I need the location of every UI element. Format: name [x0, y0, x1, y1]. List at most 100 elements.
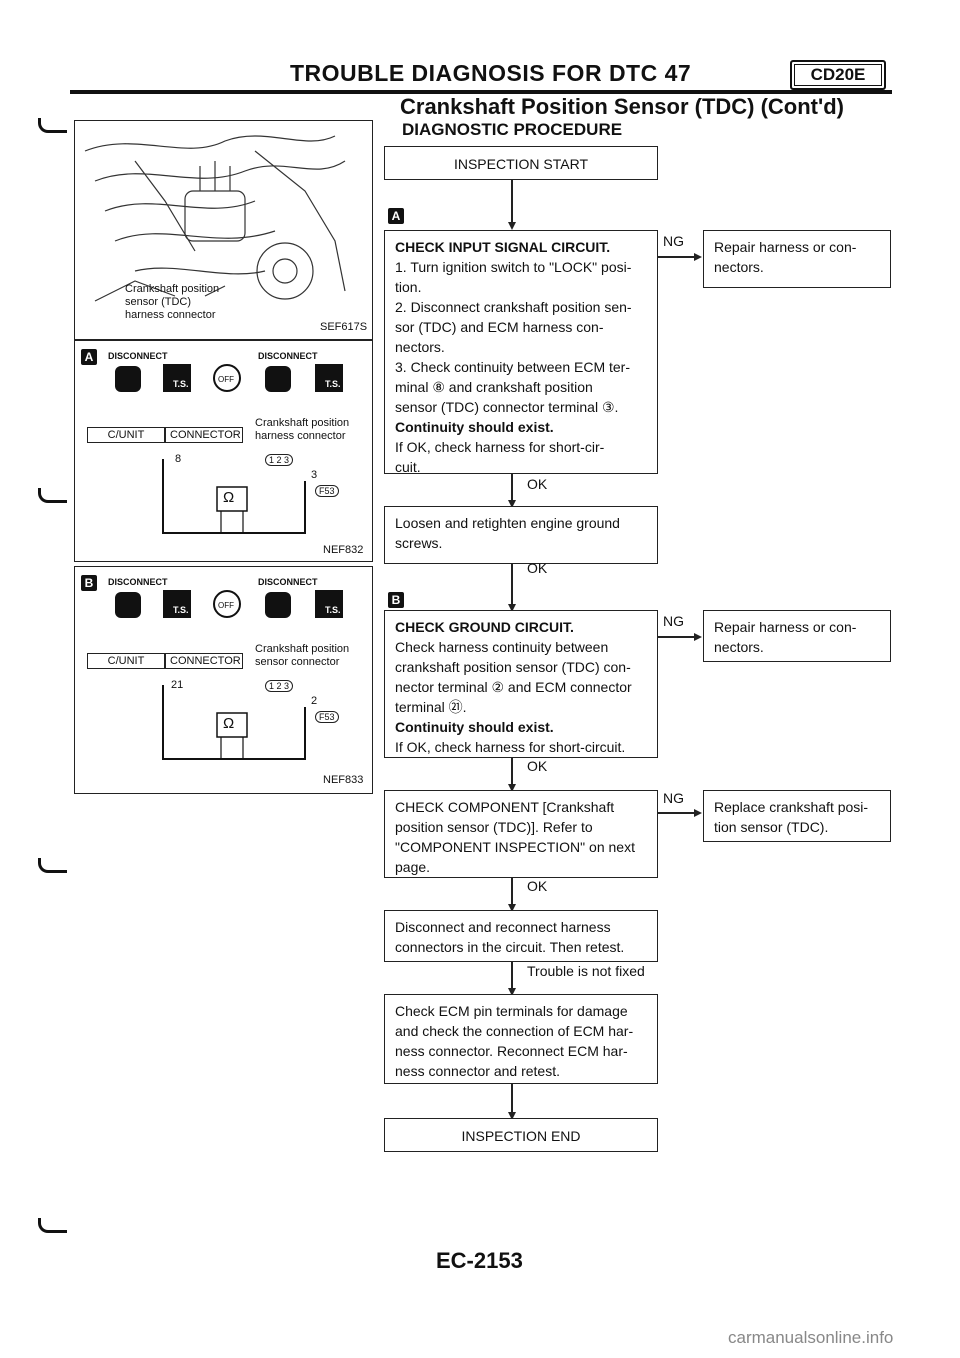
section-title: Crankshaft Position Sensor (TDC) (Cont'd… — [400, 94, 845, 119]
connector-box: CONNECTOR — [165, 653, 243, 669]
trouble-label: Trouble is not fixed — [527, 963, 645, 979]
pin-row: 1 2 3 — [265, 454, 294, 466]
ng-arrow — [694, 253, 702, 261]
ok-label: OK — [527, 476, 548, 492]
inspection-start-label: INSPECTION START — [453, 156, 589, 172]
svg-text:OFF: OFF — [218, 375, 234, 384]
pin-left: 8 — [175, 453, 182, 465]
page-header-title: TROUBLE DIAGNOSIS FOR DTC 47 — [290, 60, 692, 86]
step-check-ecm-pins: Check ECM pin terminals for damage and c… — [384, 994, 658, 1084]
procedure-icons: T.S. T.S. OFF — [115, 364, 343, 392]
connector-box: CONNECTOR — [165, 427, 243, 443]
ng-connector — [658, 256, 696, 258]
figure-b-panel: B DISCONNECT DISCONNECT T.S. T.S. OFF Cr… — [74, 566, 373, 794]
ng-label: NG — [663, 790, 684, 806]
disconnect-label: DISCONNECT — [108, 351, 168, 361]
svg-text:T.S.: T.S. — [173, 379, 189, 389]
ok-label: OK — [527, 758, 548, 774]
inspection-end-label: INSPECTION END — [461, 1128, 581, 1144]
flow-arrow — [508, 988, 516, 996]
sensor-connector-label: sensor connector — [255, 656, 340, 668]
flow-arrow — [508, 222, 516, 230]
harness-connector-label: harness connector — [255, 430, 346, 442]
step-body: 1. Turn ignition switch to "LOCK" posi- … — [395, 259, 632, 415]
engine-illustration: Crankshaft position sensor (TDC) harness… — [74, 120, 373, 340]
step-marker-b: B — [388, 592, 404, 608]
procedure-icons: T.S. T.S. OFF — [115, 590, 343, 618]
step-tail: If OK, check harness for short-cir- cuit… — [395, 439, 605, 475]
flow-arrow — [508, 904, 516, 912]
page-number: EC-2153 — [436, 1248, 523, 1273]
step-criterion: Continuity should exist. — [395, 419, 554, 435]
ng-arrow — [694, 633, 702, 641]
flow-arrow — [508, 604, 516, 612]
engine-drawing — [84, 135, 346, 302]
figure-b-marker: B — [81, 575, 97, 591]
engine-label-line2: sensor (TDC) — [125, 296, 192, 308]
engine-label-line1: Crankshaft position — [125, 283, 220, 295]
step-body: Check harness continuity between cranksh… — [395, 639, 632, 715]
procedure-title: DIAGNOSTIC PROCEDURE — [402, 120, 623, 139]
svg-text:T.S.: T.S. — [325, 605, 341, 615]
svg-text:T.S.: T.S. — [173, 605, 189, 615]
step-reconnect-harness: Disconnect and reconnect harness connect… — [384, 910, 658, 962]
svg-text:OFF: OFF — [218, 601, 234, 610]
step-title: CHECK GROUND CIRCUIT. — [395, 619, 574, 635]
watermark: carmanualsonline.info — [728, 1328, 894, 1347]
ohm-symbol: Ω — [223, 715, 235, 732]
cunit-box: C/UNIT — [87, 653, 165, 669]
ok-label: OK — [527, 560, 548, 576]
figure-code: NEF832 — [323, 544, 364, 556]
flow-arrow — [508, 500, 516, 508]
ok-label: OK — [527, 878, 548, 894]
pin-row: 1 2 3 — [265, 680, 294, 692]
disconnect-label: DISCONNECT — [258, 351, 318, 361]
cunit-box: C/UNIT — [87, 427, 165, 443]
step-title: CHECK INPUT SIGNAL CIRCUIT. — [395, 239, 611, 255]
flow-connector — [511, 878, 513, 906]
header-rule — [70, 90, 892, 94]
meter-wiring — [162, 685, 306, 760]
flow-arrow — [508, 1112, 516, 1120]
margin-mark — [38, 1218, 67, 1233]
flow-connector — [511, 758, 513, 786]
disconnect-label: DISCONNECT — [108, 577, 168, 587]
step-tail: If OK, check harness for short-circuit. — [395, 739, 626, 755]
repair-harness-box: Repair harness or con- nectors. — [703, 230, 891, 288]
ng-arrow — [694, 809, 702, 817]
ng-connector — [658, 636, 696, 638]
meter-wiring — [162, 459, 306, 534]
ng-label: NG — [663, 613, 684, 629]
flow-connector — [511, 962, 513, 990]
model-badge: CD20E — [790, 60, 886, 90]
figure-code: SEF617S — [320, 321, 368, 333]
ohm-symbol: Ω — [223, 489, 235, 506]
step-retighten-ground: Loosen and retighten engine ground screw… — [384, 506, 658, 564]
connector-code: F53 — [315, 485, 339, 497]
flow-arrow — [508, 784, 516, 792]
engine-label-line3: harness connector — [125, 309, 216, 321]
flow-connector — [511, 180, 513, 224]
ng-label: NG — [663, 233, 684, 249]
figure-a-marker: A — [81, 349, 97, 365]
step-check-input-signal: CHECK INPUT SIGNAL CIRCUIT. 1. Turn igni… — [384, 230, 658, 475]
margin-mark — [38, 488, 67, 503]
pin-left: 21 — [171, 679, 184, 691]
disconnect-label: DISCONNECT — [258, 577, 318, 587]
svg-text:T.S.: T.S. — [325, 379, 341, 389]
step-check-component: CHECK COMPONENT [Crankshaft position sen… — [384, 790, 658, 878]
figure-code: NEF833 — [323, 774, 364, 786]
flow-connector — [511, 474, 513, 502]
harness-connector-label: Crankshaft position — [255, 417, 350, 429]
replace-sensor-box: Replace crankshaft posi- tion sensor (TD… — [703, 790, 891, 842]
flow-connector — [511, 564, 513, 606]
ng-connector — [658, 812, 696, 814]
inspection-start-box: INSPECTION START — [384, 146, 658, 180]
inspection-end-box: INSPECTION END — [384, 1118, 658, 1152]
flow-connector — [511, 1084, 513, 1114]
step-check-ground-circuit: CHECK GROUND CIRCUIT. Check harness cont… — [384, 610, 658, 758]
margin-mark — [38, 858, 67, 873]
step-marker-a: A — [388, 208, 404, 224]
sensor-connector-label: Crankshaft position — [255, 643, 350, 655]
step-criterion: Continuity should exist. — [395, 719, 554, 735]
